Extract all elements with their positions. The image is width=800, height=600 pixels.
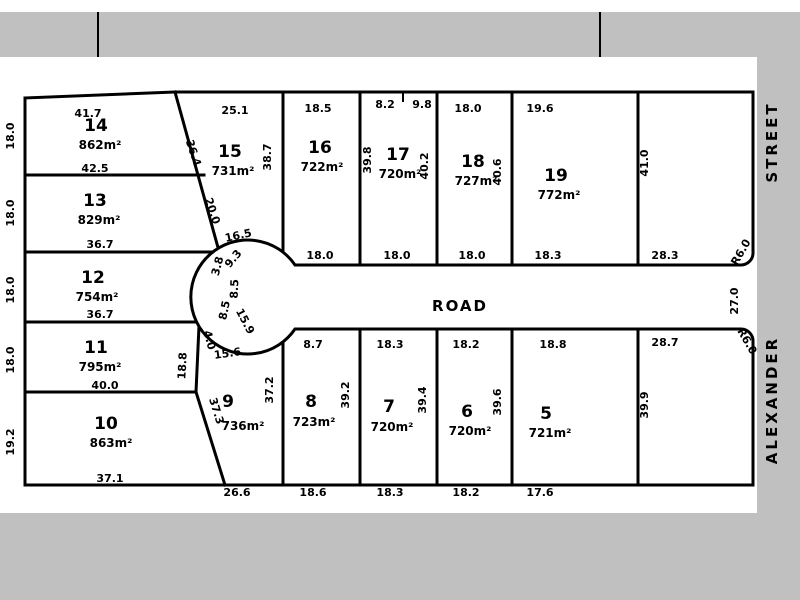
dimension-label: 39.8 bbox=[361, 146, 374, 173]
lot-number: 5 bbox=[540, 404, 552, 424]
street-name-alexander: ALEXANDER bbox=[763, 336, 781, 464]
dimension-label: 18.8 bbox=[175, 352, 189, 380]
lot-number: 16 bbox=[308, 138, 332, 158]
dimension-label: 37.1 bbox=[96, 472, 123, 485]
bottom-margin-band bbox=[0, 513, 800, 600]
lot-area: 720m² bbox=[379, 167, 422, 181]
lot-area: 736m² bbox=[222, 419, 265, 433]
dimension-label: 18.0 bbox=[4, 199, 17, 226]
dimension-label: 42.5 bbox=[81, 162, 108, 175]
dimension-label: 18.3 bbox=[376, 486, 403, 499]
boundary-line bbox=[194, 324, 201, 394]
dimension-label: 18.2 bbox=[452, 486, 479, 499]
lot-number: 13 bbox=[83, 191, 107, 211]
dimension-label: 16.5 bbox=[224, 226, 253, 244]
dimension-label: 39.9 bbox=[638, 391, 651, 418]
dimension-label: 18.8 bbox=[539, 338, 566, 351]
lot-area: 863m² bbox=[90, 436, 133, 450]
dimension-label: 36.7 bbox=[86, 238, 113, 251]
dimension-label: 9.8 bbox=[412, 98, 432, 111]
road-label: ROAD bbox=[432, 297, 488, 315]
dimension-label: 37.2 bbox=[263, 376, 276, 403]
dimension-label: 40.6 bbox=[491, 158, 504, 185]
dimension-label: 18.0 bbox=[383, 249, 410, 262]
dimension-label: 19.6 bbox=[526, 102, 553, 115]
lot-number: 6 bbox=[461, 402, 473, 422]
lot-number: 12 bbox=[81, 268, 105, 288]
lot-number: 8 bbox=[305, 392, 317, 412]
dimension-label: 18.0 bbox=[306, 249, 333, 262]
dimension-label: 18.5 bbox=[304, 102, 331, 115]
street-margins bbox=[0, 12, 800, 600]
dimension-label: 18.0 bbox=[458, 249, 485, 262]
dimension-label: 26.6 bbox=[223, 486, 250, 499]
lot-area: 720m² bbox=[371, 420, 414, 434]
dimension-label: 41.0 bbox=[638, 149, 651, 176]
dimension-label: 8.5 bbox=[228, 279, 242, 299]
lot-area: 722m² bbox=[301, 160, 344, 174]
dimension-label: 18.2 bbox=[452, 338, 479, 351]
lot-number: 18 bbox=[461, 152, 485, 172]
lot-number: 19 bbox=[544, 166, 568, 186]
dimension-label: 4.0 bbox=[201, 329, 219, 352]
lot-number: 11 bbox=[84, 338, 108, 358]
dimension-label: 27.0 bbox=[728, 287, 741, 314]
lot-boundaries bbox=[23, 90, 755, 487]
lot-area: 721m² bbox=[529, 426, 572, 440]
dimension-label: 39.2 bbox=[339, 381, 352, 408]
dimension-label: 40.2 bbox=[418, 152, 431, 179]
dimension-label: 3.8 bbox=[209, 255, 227, 277]
lot-number: 15 bbox=[218, 142, 242, 162]
lot-number: 7 bbox=[383, 397, 395, 417]
lot-number: 14 bbox=[84, 116, 108, 136]
dimension-label: 36.7 bbox=[86, 308, 113, 321]
lot-number: 17 bbox=[386, 145, 410, 165]
dimension-label: 19.2 bbox=[4, 428, 17, 455]
right-street-band bbox=[757, 12, 800, 600]
lot-area: 727m² bbox=[455, 174, 498, 188]
street-name-street: STREET bbox=[763, 101, 781, 182]
top-margin-band bbox=[0, 12, 800, 57]
dimension-label: 41.7 bbox=[74, 107, 101, 120]
lot-area: 731m² bbox=[212, 164, 255, 178]
dimension-label: 38.7 bbox=[261, 143, 274, 170]
dimension-label: 18.6 bbox=[299, 486, 326, 499]
dimension-label: 18.0 bbox=[4, 122, 17, 149]
dimension-label: 15.6 bbox=[213, 345, 242, 362]
dimension-label: 40.0 bbox=[91, 379, 118, 392]
lot-area: 772m² bbox=[538, 188, 581, 202]
dimension-label: 8.5 bbox=[216, 299, 233, 321]
lot-area: 862m² bbox=[79, 138, 122, 152]
lot-number: 10 bbox=[94, 414, 118, 434]
dimension-label: 39.4 bbox=[416, 386, 429, 413]
dimension-label: 18.3 bbox=[376, 338, 403, 351]
dimension-label: 18.0 bbox=[4, 346, 17, 373]
lot-number: 9 bbox=[222, 392, 234, 412]
road-surface bbox=[189, 238, 755, 356]
dimension-label: 28.3 bbox=[651, 249, 678, 262]
dimension-label: 17.6 bbox=[526, 486, 553, 499]
dimension-label: 18.0 bbox=[4, 276, 17, 303]
dimension-label: 8.7 bbox=[303, 338, 323, 351]
dimension-label: 25.1 bbox=[221, 104, 248, 117]
dimension-label: 39.6 bbox=[491, 388, 504, 415]
boundary-line bbox=[194, 390, 227, 487]
lot-area: 754m² bbox=[76, 290, 119, 304]
dimension-label: 18.0 bbox=[454, 102, 481, 115]
dimension-label: 28.7 bbox=[651, 336, 678, 349]
lot-area: 829m² bbox=[78, 213, 121, 227]
lot-area: 723m² bbox=[293, 415, 336, 429]
boundary-line bbox=[173, 90, 224, 264]
dimension-label: 18.3 bbox=[534, 249, 561, 262]
lot-area: 720m² bbox=[449, 424, 492, 438]
lot-area: 795m² bbox=[79, 360, 122, 374]
dimension-label: 8.2 bbox=[375, 98, 395, 111]
